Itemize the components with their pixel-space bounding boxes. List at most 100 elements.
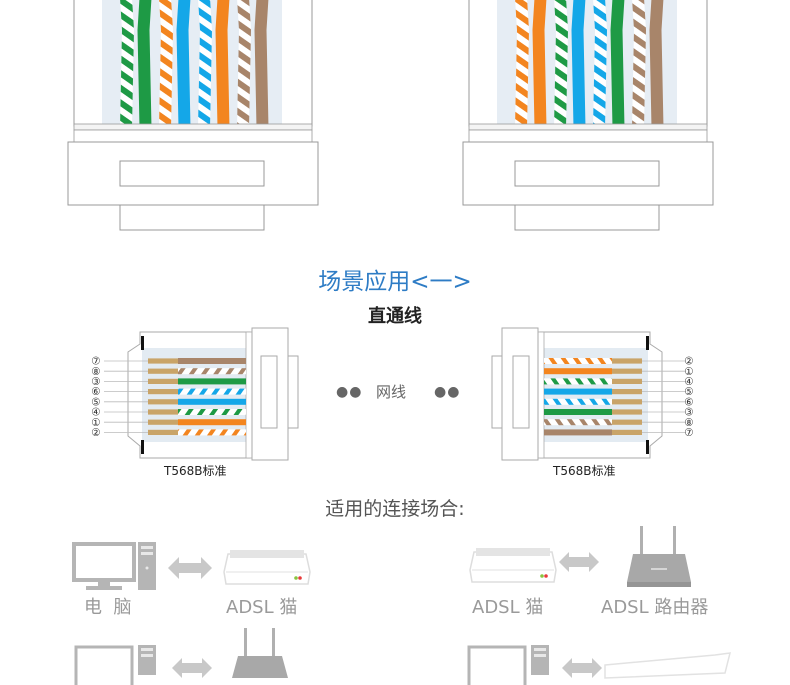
wire-brown xyxy=(254,0,269,128)
gold-pin xyxy=(612,358,642,364)
wire-green-white xyxy=(120,0,134,128)
plug-tab xyxy=(514,204,660,231)
wire-blue-white xyxy=(544,398,612,405)
switch-icon xyxy=(604,652,731,679)
wire-orange xyxy=(178,419,246,426)
modem-icon xyxy=(223,550,311,585)
wire-brown xyxy=(178,358,246,364)
pin-label: ① xyxy=(684,366,693,378)
wire-brown-white xyxy=(237,0,251,128)
bidirectional-arrow-icon xyxy=(172,658,212,678)
top-connector-left xyxy=(67,0,714,231)
dots-right: ●● xyxy=(434,384,461,400)
pin-label: ⑥ xyxy=(684,396,693,408)
wire-brown-white xyxy=(544,419,612,426)
wire-brown xyxy=(649,0,664,128)
bidirectional-arrow-icon xyxy=(562,658,602,678)
dots-left: ●● xyxy=(336,384,363,400)
scenes-title: 适用的连接场合: xyxy=(325,498,465,520)
wire-orange-white xyxy=(515,0,529,128)
modem-icon xyxy=(469,548,557,583)
gold-pin xyxy=(148,399,178,405)
computer-icon xyxy=(72,542,156,590)
side-connector-left xyxy=(104,327,299,461)
pin-label: ② xyxy=(684,356,693,368)
connector-collar xyxy=(468,129,708,144)
gold-pin xyxy=(148,358,178,364)
pin-label: ⑤ xyxy=(684,386,693,398)
wire-brown xyxy=(544,429,612,436)
gold-pin xyxy=(148,378,178,384)
wire-blue-white xyxy=(198,0,212,128)
gold-pin xyxy=(148,409,178,415)
wire-green xyxy=(544,409,612,415)
scene-heading: 场景应用<一> xyxy=(318,269,472,295)
wire-blue xyxy=(571,0,586,128)
wire-orange xyxy=(544,368,612,375)
connector-band xyxy=(468,123,708,131)
gold-pin xyxy=(612,378,642,384)
computer-icon xyxy=(467,645,527,685)
wire-green xyxy=(137,0,152,128)
connector-band xyxy=(73,123,313,131)
plug-tab xyxy=(119,204,265,231)
rj45-front-left xyxy=(67,0,319,231)
wire-blue xyxy=(176,0,191,128)
gold-pin xyxy=(612,389,642,395)
pin-label: ⑧ xyxy=(684,417,693,429)
wire-orange xyxy=(215,0,230,128)
pin-label: ③ xyxy=(684,407,693,419)
wire-green-white xyxy=(544,378,612,385)
device-label-modem: ADSL 猫 xyxy=(226,597,298,618)
gold-pin xyxy=(148,429,178,435)
device-label-modem: ADSL 猫 xyxy=(472,597,544,618)
gold-pin xyxy=(612,409,642,415)
wire-orange xyxy=(532,0,547,128)
router-icon xyxy=(627,526,691,587)
wire-green-white xyxy=(554,0,568,128)
wire-blue xyxy=(544,388,612,395)
wire-blue-white xyxy=(178,388,246,395)
wire-blue-white xyxy=(593,0,607,128)
pin-label: ⑧ xyxy=(91,366,100,378)
plug-window xyxy=(514,160,660,187)
pin-label: ⑦ xyxy=(684,427,693,439)
bidirectional-arrow-icon xyxy=(168,557,212,579)
gold-pin xyxy=(612,429,642,435)
rj45-front-right xyxy=(462,0,714,231)
wire-orange-white xyxy=(159,0,173,128)
left-standard-label: T568B标准 xyxy=(164,464,227,478)
device-label-computer: 电 脑 xyxy=(84,597,132,618)
wire-green-white xyxy=(178,409,246,415)
pin-label: ⑥ xyxy=(91,386,100,398)
straight-cable-subtitle: 直通线 xyxy=(368,306,422,327)
plug-latch-body xyxy=(501,327,539,461)
wire-green xyxy=(178,378,246,385)
gold-pin xyxy=(148,389,178,395)
gold-pin xyxy=(612,368,642,374)
bidirectional-arrow-icon xyxy=(559,552,599,572)
pin-label: ③ xyxy=(91,376,100,388)
computer-tower-icon xyxy=(531,645,549,675)
pin-label: ④ xyxy=(684,376,693,388)
device-label-router: ADSL 路由器 xyxy=(601,597,709,618)
pin-label: ② xyxy=(91,427,100,439)
pin-label: ④ xyxy=(91,407,100,419)
plug-window xyxy=(119,160,265,187)
computer-icon xyxy=(74,645,134,685)
pin-label: ⑤ xyxy=(91,396,100,408)
wire-orange-white xyxy=(544,358,612,364)
right-standard-label: T568B标准 xyxy=(553,464,616,478)
wire-green xyxy=(610,0,625,128)
wire-brown-white xyxy=(178,368,246,375)
wire-orange-white xyxy=(178,429,246,436)
gold-pin xyxy=(612,399,642,405)
pin-label: ① xyxy=(91,417,100,429)
wire-brown-white xyxy=(632,0,646,128)
wire-blue xyxy=(178,398,246,405)
gold-pin xyxy=(148,419,178,425)
router-icon xyxy=(232,628,288,678)
connector-collar xyxy=(73,129,313,144)
cable-label: 网线 xyxy=(376,383,407,401)
